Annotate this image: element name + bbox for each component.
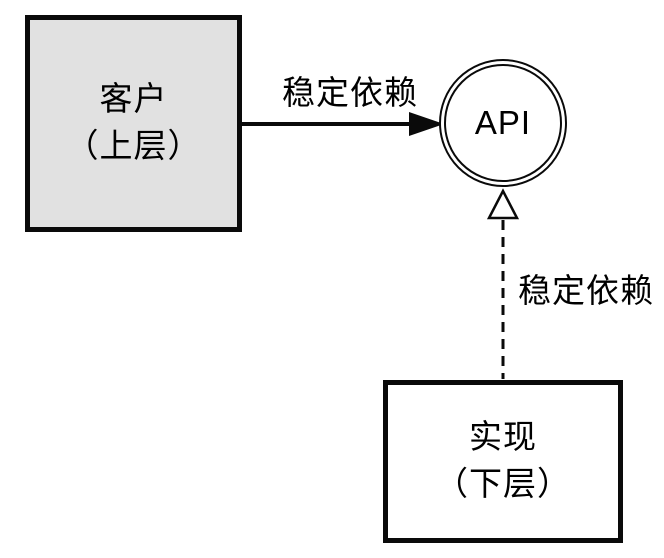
client-box-label-line2: （上层） [65, 128, 202, 165]
impl-box-label-line1: 实现 [469, 419, 537, 456]
impl-box: 实现 （下层） [383, 380, 623, 543]
client-box: 客户 （上层） [25, 15, 242, 232]
api-node: API [439, 59, 567, 187]
api-node-inner-ring: API [444, 64, 562, 182]
realization-triangle-icon [486, 188, 520, 220]
top-dependency-label: 稳定依赖 [282, 74, 418, 111]
impl-box-label-line2: （下层） [435, 466, 571, 503]
bottom-dependency-label: 稳定依赖 [518, 272, 654, 309]
api-node-label: API [474, 104, 532, 141]
client-box-label-line1: 客户 [99, 81, 168, 118]
